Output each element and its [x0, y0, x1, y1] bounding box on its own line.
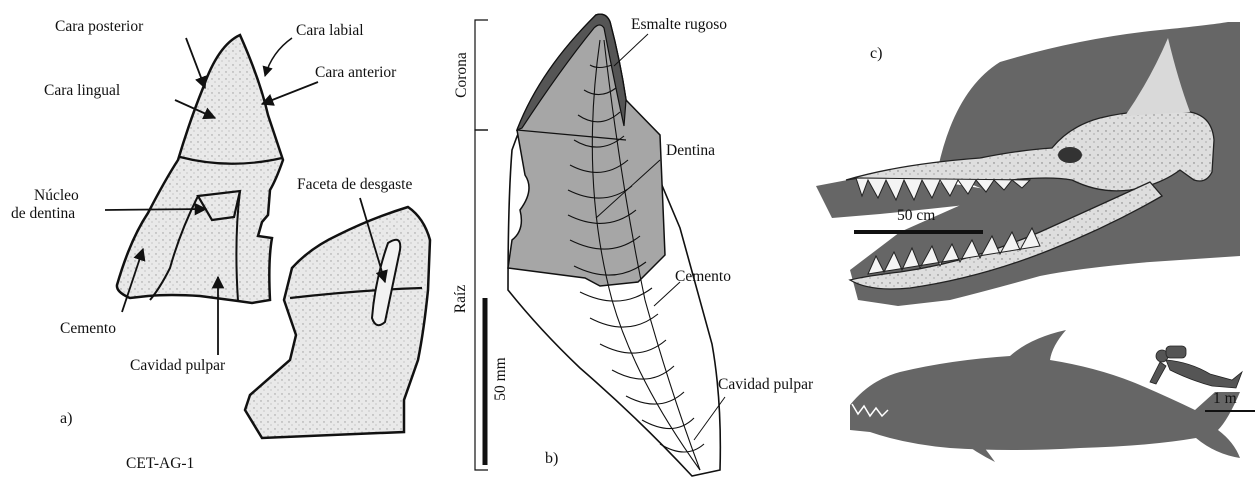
label-dentina: Dentina [666, 142, 715, 160]
tooth-fragment-second [245, 207, 430, 438]
orbit [1058, 147, 1082, 163]
arrow-nucleo [105, 209, 206, 210]
label-cara-labial: Cara labial [296, 22, 364, 40]
arrow-anterior [262, 82, 318, 104]
label-nucleo-1: Núcleo [34, 187, 79, 205]
label-cemento-a: Cemento [60, 320, 116, 338]
label-raiz: Raíz [452, 274, 470, 324]
panel-c-letter: c) [870, 45, 882, 63]
label-cara-posterior: Cara posterior [55, 18, 143, 36]
arrow-posterior [186, 38, 205, 88]
panel-c [816, 22, 1255, 462]
label-faceta: Faceta de desgaste [297, 176, 412, 194]
label-50cm: 50 cm [897, 207, 935, 225]
panel-a-letter: a) [60, 410, 72, 428]
diver-icon [1150, 346, 1242, 388]
crown-region [508, 14, 665, 286]
corona-bracket [475, 20, 488, 130]
panel-b-letter: b) [545, 450, 558, 468]
label-1m: 1 m [1213, 390, 1237, 408]
arrow-labial [265, 38, 292, 76]
label-nucleo-2: de dentina [11, 205, 75, 223]
label-cavidad-a: Cavidad pulpar [130, 357, 225, 375]
label-esmalte: Esmalte rugoso [631, 16, 727, 34]
label-cemento-b: Cemento [675, 268, 731, 286]
label-cara-lingual: Cara lingual [44, 82, 120, 100]
label-corona: Corona [453, 45, 471, 105]
label-cara-anterior: Cara anterior [315, 64, 396, 82]
label-50mm: 50 mm [492, 349, 510, 409]
panel-a [105, 35, 430, 438]
pointer-esmalte [614, 34, 648, 66]
panel-b [475, 14, 725, 476]
label-cavidad-b: Cavidad pulpar [718, 376, 813, 394]
specimen-id: CET-AG-1 [126, 455, 194, 473]
